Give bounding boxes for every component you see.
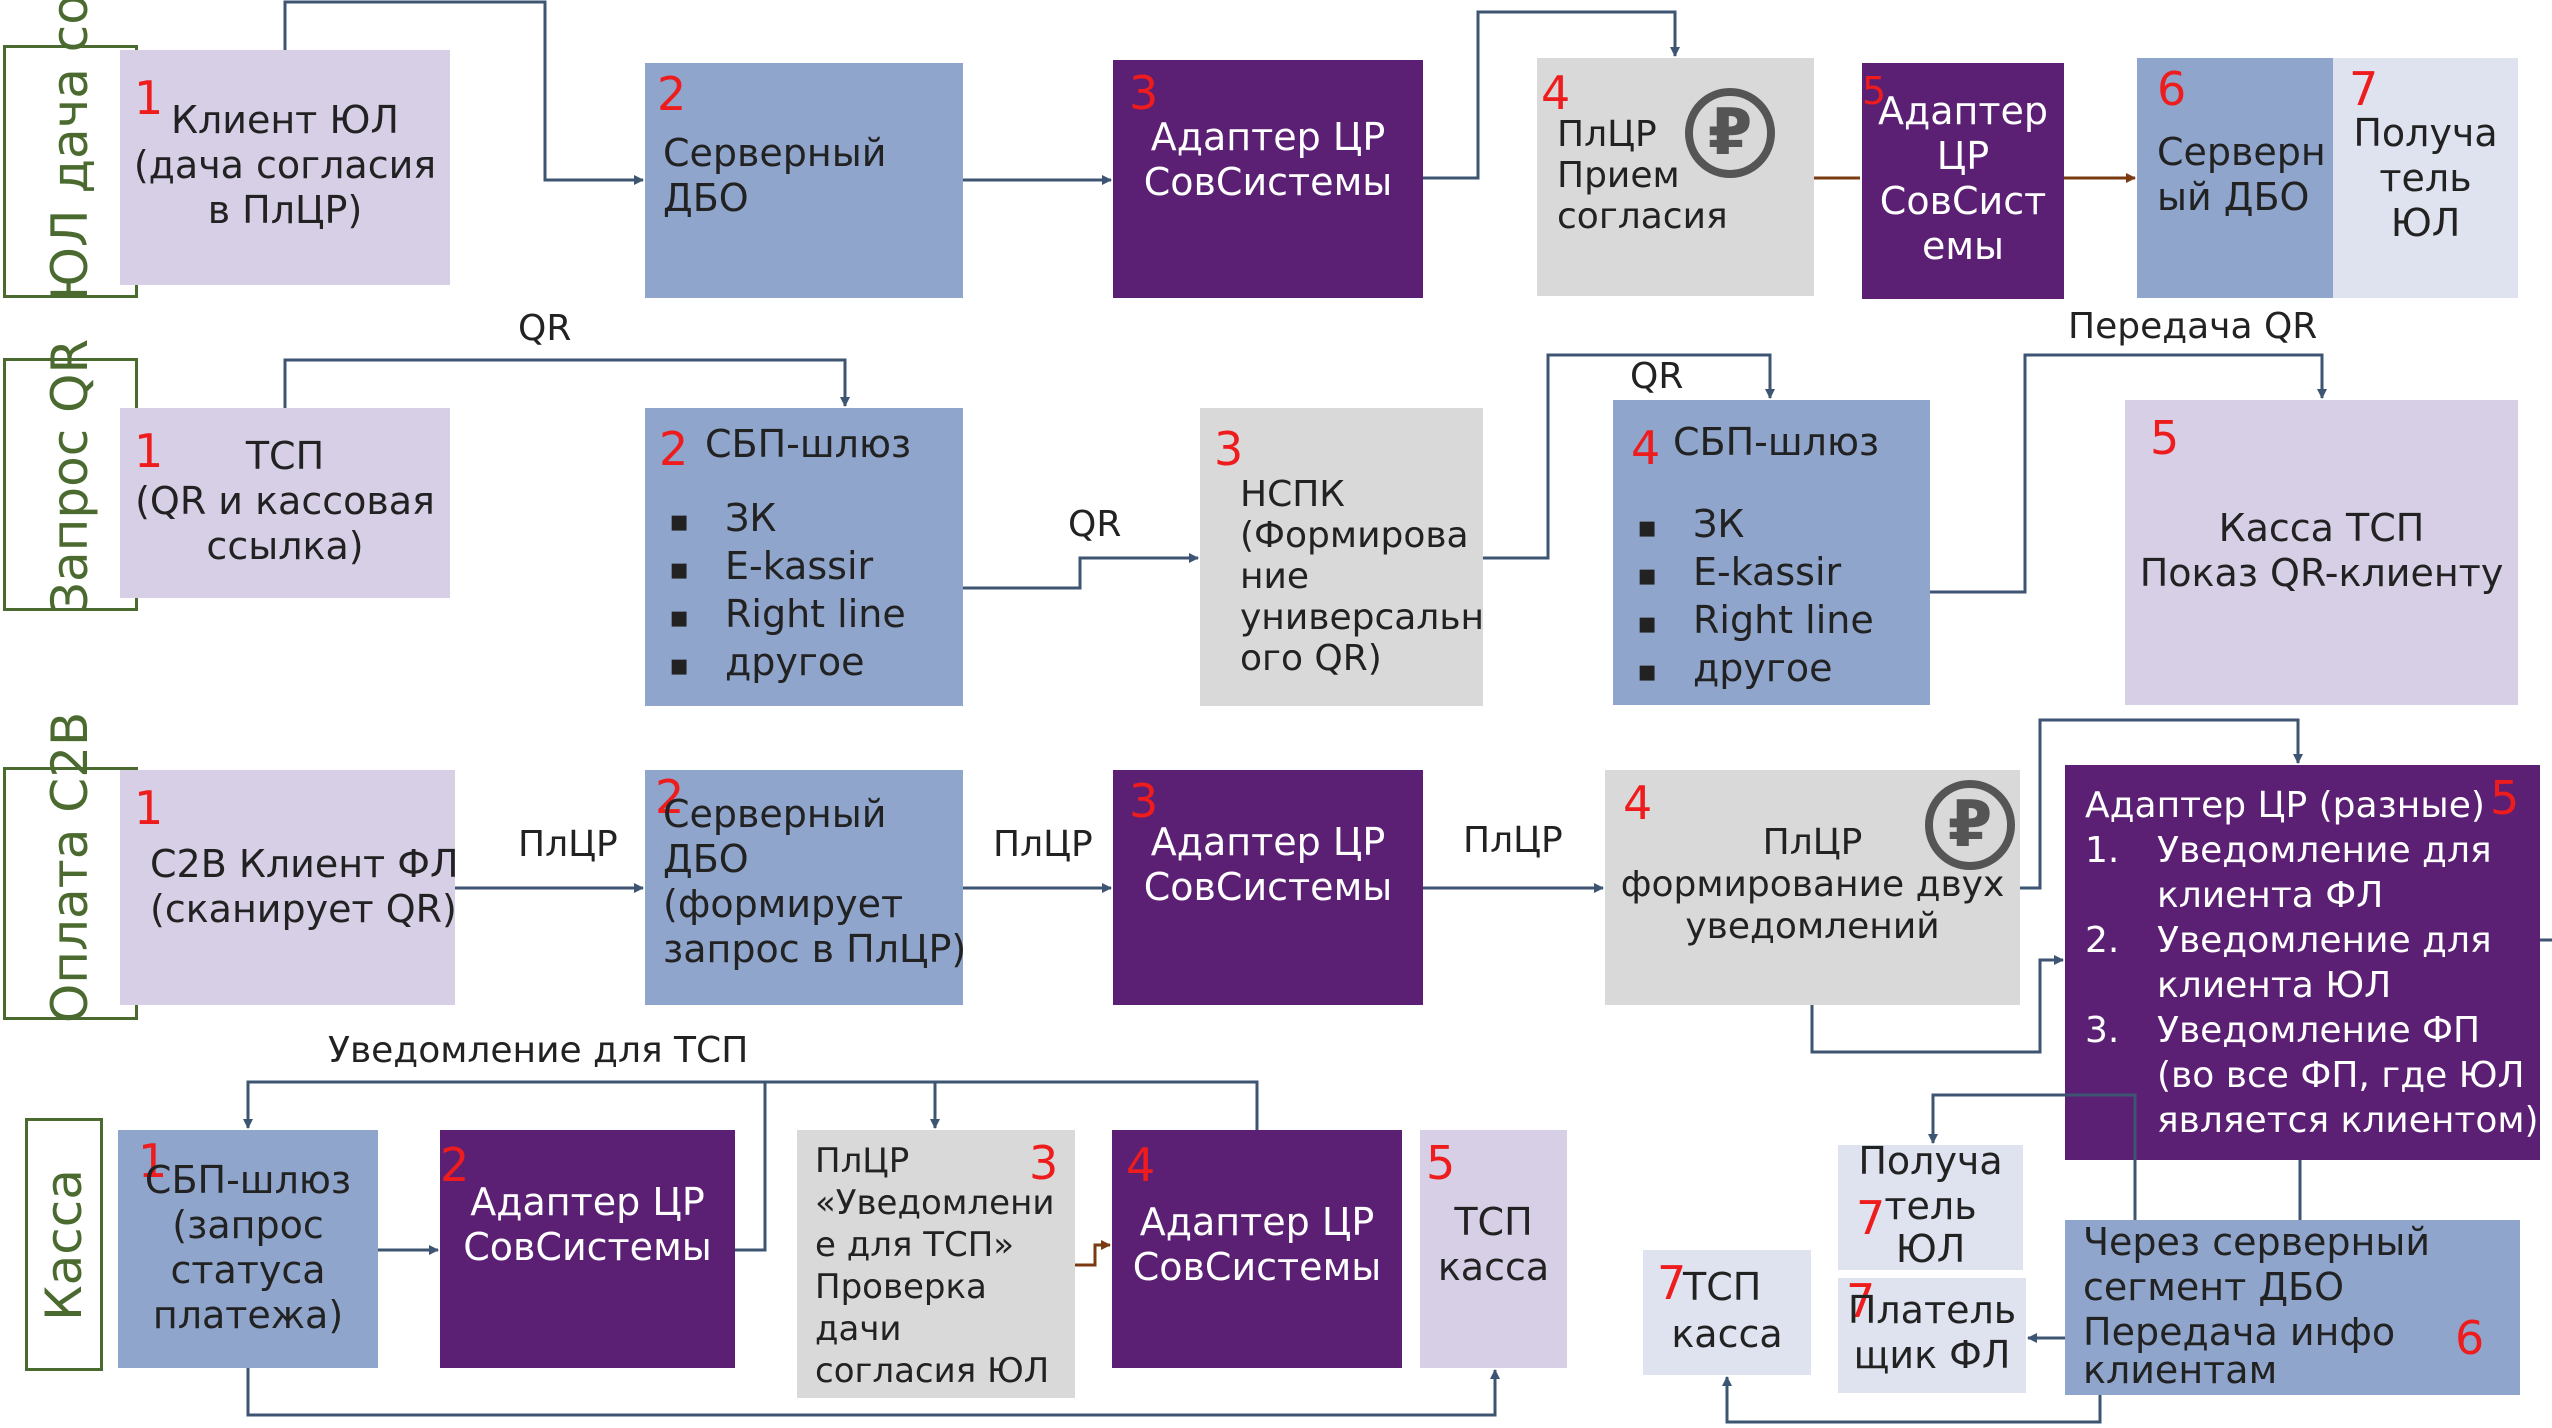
lane-cash	[25, 1118, 103, 1371]
row1-adapter-box: 3 Адаптер ЦР СовСистемы	[1113, 60, 1423, 298]
row2-gateway2-list: ЗК E-kassir Right line другое	[1631, 502, 1874, 694]
row2-nspk-box: 3 НСПК (Формирова ние универсальн ого QR…	[1200, 408, 1484, 706]
row4-adapter-box: 2 Адаптер ЦР СовСистемы	[440, 1130, 735, 1368]
connector-r4-d	[1075, 1240, 1111, 1267]
step-number: 1	[134, 781, 164, 835]
row4-adapter2-box: 4 Адаптер ЦР СовСистемы	[1112, 1130, 1402, 1368]
label-qr-mid: QR	[1068, 504, 1122, 545]
row2-gateway-list: ЗК E-kassir Right line другое	[663, 496, 906, 688]
row1-server-dbo-box: 2 Серверный ДБО	[645, 63, 963, 298]
label-plcr-2: ПлЦР	[993, 824, 1093, 865]
label-plcr-3: ПлЦР	[1463, 820, 1563, 861]
step-number: 2	[659, 422, 689, 476]
connector-r4-c	[243, 1080, 1259, 1130]
row2-tsp-box: 1 ТСП (QR и кассовая ссылка)	[120, 408, 450, 598]
row2-cashier-box: 5 Касса ТСП Показ QR-клиенту	[2125, 400, 2518, 705]
ruble-icon: ₽	[1925, 780, 2015, 870]
connector-r1-c	[1423, 10, 1680, 180]
row3-plcr-box: 4 ₽ ПлЦР формирование двух уведомлений	[1605, 770, 2020, 1005]
step-number: 5	[2490, 771, 2520, 825]
label-plcr-1: ПлЦР	[518, 824, 618, 865]
connector-r2-a	[283, 358, 850, 408]
step-number: 4	[1623, 776, 1653, 830]
row1-server-dbo2-box: 6 Серверн ый ДБО	[2137, 58, 2333, 298]
step-number: 5	[1426, 1136, 1456, 1190]
label-transfer-qr: Передача QR	[2068, 306, 2318, 347]
connector-r4-e	[246, 1368, 1500, 1417]
connector-r2-d	[1930, 353, 2327, 594]
row2-sbp-gateway-box: 2 СБП-шлюз ЗК E-kassir Right line другое	[645, 408, 963, 706]
step-number: 4	[1126, 1138, 1156, 1192]
connector-r3-d	[2020, 718, 2303, 890]
connector-r4-i	[1722, 1376, 2102, 1424]
ruble-icon: ₽	[1685, 88, 1775, 178]
row4-payer-box: 7 Платель щик ФЛ	[1838, 1278, 2026, 1393]
step-number: 5	[1862, 69, 1887, 113]
step-number: 3	[1214, 422, 1244, 476]
step-number: 2	[655, 770, 685, 824]
label-notify-tsp: Уведомление для ТСП	[328, 1030, 749, 1071]
step-number: 7	[1657, 1256, 1687, 1310]
row4-tsp-cash-box: 5 ТСП касса	[1420, 1130, 1567, 1368]
row4-recipient-box: 7 Получа тель ЮЛ	[1838, 1139, 2023, 1271]
row1-plcr-consent-box: 4 ₽ ПлЦР Прием согласия	[1537, 58, 1814, 296]
label-qr-top: QR	[518, 308, 572, 349]
row4-tsp-cash2-box: 7 ТСП касса	[1643, 1250, 1811, 1375]
row3-notification-list: 1.Уведомление для клиента ФЛ 2.Уведомлен…	[2085, 830, 2539, 1141]
step-number: 5	[2150, 411, 2180, 465]
step-number: 6	[2157, 62, 2187, 116]
row4-server-segment-box: 6 Через серверный сегмент ДБО Передача и…	[2065, 1220, 2520, 1395]
connector-r4-b	[735, 1080, 940, 1252]
row2-sbp-gateway2-box: 4 СБП-шлюз ЗК E-kassir Right line другое	[1613, 400, 1930, 705]
row1-recipient-box: 7 Получа тель ЮЛ	[2333, 58, 2518, 298]
row3-adapter-box: 3 Адаптер ЦР СовСистемы	[1113, 770, 1423, 1005]
connector-r1-a	[283, 0, 644, 185]
row3-client-fl-box: 1 C2B Клиент ФЛ (сканирует QR)	[120, 770, 459, 1005]
step-number: 1	[134, 424, 164, 478]
row3-server-dbo-box: 2 Серверный ДБО (формирует запрос в ПлЦР…	[645, 770, 966, 1005]
connector-r4-g	[1928, 1093, 2137, 1220]
step-number: 3	[1129, 774, 1159, 828]
step-number: 1	[138, 1134, 168, 1188]
step-number: 7	[2349, 62, 2379, 116]
step-number: 3	[1129, 66, 1159, 120]
step-number: 3	[1029, 1136, 1059, 1190]
label-qr-right: QR	[1630, 356, 1684, 397]
step-number: 2	[657, 67, 687, 121]
row4-sbp-status-box: 1 СБП-шлюз (запрос статуса платежа)	[118, 1130, 378, 1368]
row3-adapter-various-box: 5 Адаптер ЦР (разные) 1.Уведомление для …	[2065, 765, 2540, 1160]
step-number: 7	[1846, 1274, 1876, 1328]
connector-r2-c	[1483, 353, 1775, 560]
step-number: 7	[1856, 1191, 1886, 1245]
row4-plcr-notify-box: 3 ПлЦР «Уведомлени е для ТСП» Проверка д…	[797, 1130, 1075, 1398]
row1-client-box: 1 Клиент ЮЛ (дача согласия в ПлЦР)	[120, 50, 450, 285]
step-number: 1	[134, 71, 164, 125]
step-number: 2	[440, 1138, 470, 1192]
step-number: 4	[1631, 421, 1661, 475]
step-number: 6	[2455, 1311, 2485, 1365]
row1-adapter2-box: 5 Адаптер ЦР СовСист емы	[1862, 63, 2064, 299]
connector-r2-b	[963, 553, 1199, 590]
step-number: 4	[1541, 66, 1571, 120]
connector-r3-e	[1810, 955, 2064, 1054]
